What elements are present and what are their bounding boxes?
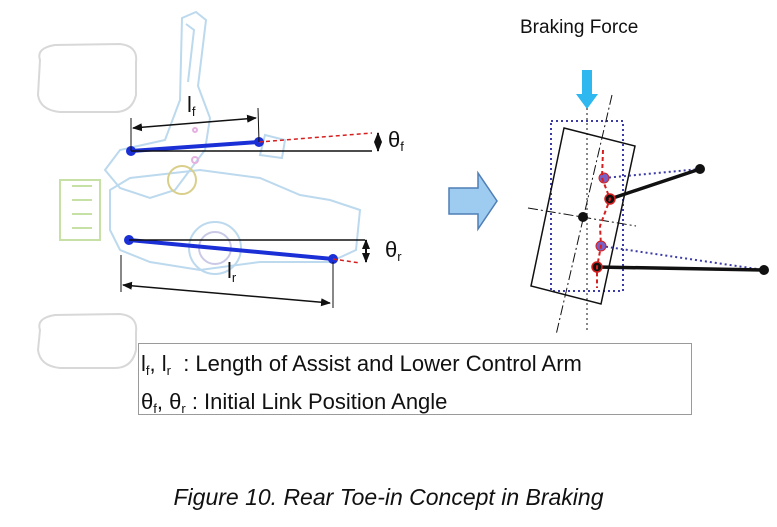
lf-base: l [187, 92, 192, 117]
legend-angles-text: : Initial Link Position Angle [185, 389, 448, 414]
theta-f-base: θ [388, 127, 401, 152]
lf-dimension-arrow [132, 114, 257, 132]
theta-r-base: θ [385, 237, 398, 262]
lower-arm-dashed-extension [332, 258, 361, 264]
legend-row2-sep: , [156, 389, 170, 414]
upper-link-braking [609, 167, 701, 201]
legend-row-angles: θf, θr : Initial Link Position Angle [141, 386, 691, 424]
braking-force-label: Braking Force [520, 17, 639, 38]
legend-theta-r-base: θ [169, 389, 182, 414]
tire-outline-top [36, 42, 138, 113]
figure-caption: Figure 10. Rear Toe-in Concept in Brakin… [173, 484, 604, 510]
legend-lf-base: l [141, 351, 146, 376]
upper-link-initial [603, 168, 701, 179]
wheel-center-point [578, 212, 588, 222]
lf-extension-right [257, 107, 260, 143]
assist-link [130, 140, 260, 153]
theta-r-sub: r [397, 249, 402, 264]
lr-label: lr [227, 258, 236, 285]
legend-lengths-text: : Length of Assist and Lower Control Arm [170, 351, 582, 376]
lr-base: l [227, 258, 232, 283]
legend-row1-sep: , [149, 351, 162, 376]
lr-sub: r [231, 270, 237, 285]
wheel-center-axis [555, 94, 613, 336]
tire-outline-bottom [36, 312, 138, 369]
lr-dimension-arrow [122, 281, 331, 307]
lower-link-braking [596, 265, 765, 272]
initial-wheel-outline [550, 120, 624, 292]
assist-link-dashed-extension [258, 132, 373, 143]
theta-f-sub: f [400, 139, 404, 154]
lf-label: lf [187, 92, 196, 119]
wheel-motion-path [596, 149, 612, 288]
lower-control-arm [128, 238, 334, 261]
legend-lf-sub: f [145, 363, 150, 378]
upper-link-body-joint [695, 164, 705, 174]
upper-link-initial-joint [598, 172, 610, 184]
legend-row-lengths: lf, lr : Length of Assist and Lower Cont… [141, 348, 691, 386]
legend-lr-sub: r [166, 363, 171, 378]
legend-theta-r-sub: r [181, 401, 186, 416]
braking-force-arrow [576, 70, 598, 109]
toed-wheel-outline [530, 127, 636, 305]
lower-link-body-joint [759, 265, 769, 275]
theta-r-label: θr [385, 237, 402, 264]
legend-theta-f-base: θ [141, 389, 154, 414]
legend-box: lf, lr : Length of Assist and Lower Cont… [138, 343, 692, 416]
theta-f-label: θf [388, 127, 404, 154]
legend-theta-f-sub: f [153, 401, 157, 416]
lf-sub: f [191, 104, 196, 119]
transition-arrow [448, 170, 498, 232]
knuckle-sketch [59, 10, 362, 275]
legend-lr-base: l [161, 351, 167, 376]
